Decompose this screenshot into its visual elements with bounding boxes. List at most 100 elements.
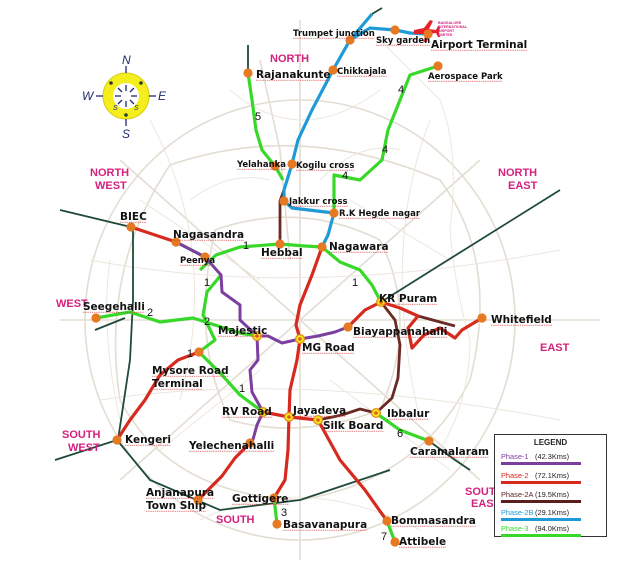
station-dot-icon [126,222,136,232]
station[interactable]: Kengeri [112,434,171,446]
station-label: Majestic [218,325,267,337]
station[interactable]: Biayappanahalli [343,322,448,338]
station[interactable]: Kogilu cross [287,159,355,171]
region-label: WEST [56,298,88,310]
airport-logo-text: BANGALORE INTERNATIONAL AIRPORT LIMITED [438,21,468,37]
station-dot-icon [171,237,181,247]
legend: LEGEND Phase-1 (42.3Kms) Phase-2 (72.1Km… [494,434,607,537]
station-label: Biayappanahalli [353,326,447,338]
station[interactable]: Rajanakunte [243,68,331,81]
station[interactable]: Yelahanka [236,160,286,171]
region-label: NORTH [90,167,129,179]
station[interactable]: KR Puram [376,293,438,308]
compass-south: S [122,127,130,141]
station[interactable]: Majestic [218,325,268,342]
station[interactable]: Seegehalli [83,301,145,323]
station[interactable]: Attibele [390,536,447,548]
station[interactable]: Sky garden [376,25,431,46]
station[interactable]: Nagasandra [171,229,245,247]
station-label: Silk Board [323,420,383,432]
segment-number: 7 [381,531,387,543]
segment-number: 2 [147,307,153,319]
region-label: SOUTH [216,514,255,526]
station[interactable]: Peenya [180,252,215,266]
station[interactable]: Caramalaram [410,436,489,458]
segment-number: 1 [204,277,210,289]
station-label: Attibele [399,536,446,548]
station-label: Jakkur cross [288,197,348,207]
svg-text:S: S [134,105,139,112]
station[interactable]: R.K Hegde nagar [329,208,421,219]
station-label: Whitefield [491,314,552,326]
station-dot-icon [382,516,392,526]
station[interactable]: Jayadeva [284,405,347,423]
station-dot-icon [433,61,443,71]
station-label: Nagawara [329,241,389,253]
station-label: Gottigere [232,493,288,505]
segment-number: 4 [382,144,388,156]
station-label: Mysore Road [152,365,229,377]
segment-number: 1 [243,240,249,252]
station[interactable]: Silk Board [313,415,384,432]
station-label: R.K Hegde nagar [339,209,421,219]
station[interactable]: MG Road [295,334,355,354]
station[interactable]: Whitefield [477,313,552,326]
station-label: Kogilu cross [296,161,354,171]
segment-number: 6 [397,428,403,440]
station-dot-icon [200,252,210,262]
station-dot-icon [390,537,400,547]
station-label: Aerospace Park [428,72,503,82]
station[interactable]: Terminal [152,378,203,390]
region-label: SOUTH [62,429,101,441]
station[interactable]: Hebbal [261,239,303,259]
station-dot-icon [423,29,433,39]
station-label: KR Puram [379,293,437,305]
station[interactable]: Trumpet junction [293,29,375,45]
station[interactable]: Aerospace Park [428,61,503,82]
station-dot-icon [272,519,282,529]
station-label: Airport Terminal [431,39,527,51]
region-labels: NORTHNORTHWESTNORTHEASTWESTEASTSOUTHWEST… [56,53,570,526]
station[interactable]: Yelechenahalli [188,438,275,452]
station[interactable]: Anjanapura [146,487,215,505]
phase-2a-line[interactable] [278,189,456,422]
station[interactable]: RV Road [222,406,272,418]
station-dot-icon [193,495,203,505]
station[interactable]: Town Ship [146,500,206,512]
svg-text:AIRPORT: AIRPORT [438,29,455,33]
station-dot-icon [279,196,289,206]
station-dot-icon [275,239,285,249]
station-dot-icon [245,438,255,448]
station[interactable]: Nagawara [317,241,389,253]
station[interactable]: Chikkajala [328,65,387,77]
station[interactable]: Bommasandra [382,515,476,527]
station-label: Basavanapura [283,519,367,531]
station-label: BIEC [120,211,147,223]
station[interactable]: Airport Terminal [423,29,528,51]
station-dot-icon [112,435,122,445]
station-dot-icon [287,159,297,169]
svg-text:BANGALORE: BANGALORE [438,21,462,25]
station[interactable]: Ibbalur [371,408,430,420]
station[interactable]: Gottigere [232,493,289,505]
station-dot-icon [329,208,339,218]
region-label: NORTH [498,167,537,179]
station-label: Town Ship [146,500,206,512]
station[interactable]: Mysore Road [152,347,229,377]
station-dot-icon [424,436,434,446]
station[interactable]: Basavanapura [272,519,368,531]
legend-title: LEGEND [533,438,568,447]
station-dot-icon [317,242,327,252]
segment-number: 3 [281,507,287,519]
station[interactable]: BIEC [120,211,147,232]
station-label: Hebbal [261,247,303,259]
region-label: EAST [471,498,501,510]
station-dot-icon [477,313,487,323]
station-label: Terminal [152,378,203,390]
station[interactable]: Jakkur cross [279,196,348,207]
compass-west: W [82,89,95,103]
legend-swatch [501,534,581,537]
